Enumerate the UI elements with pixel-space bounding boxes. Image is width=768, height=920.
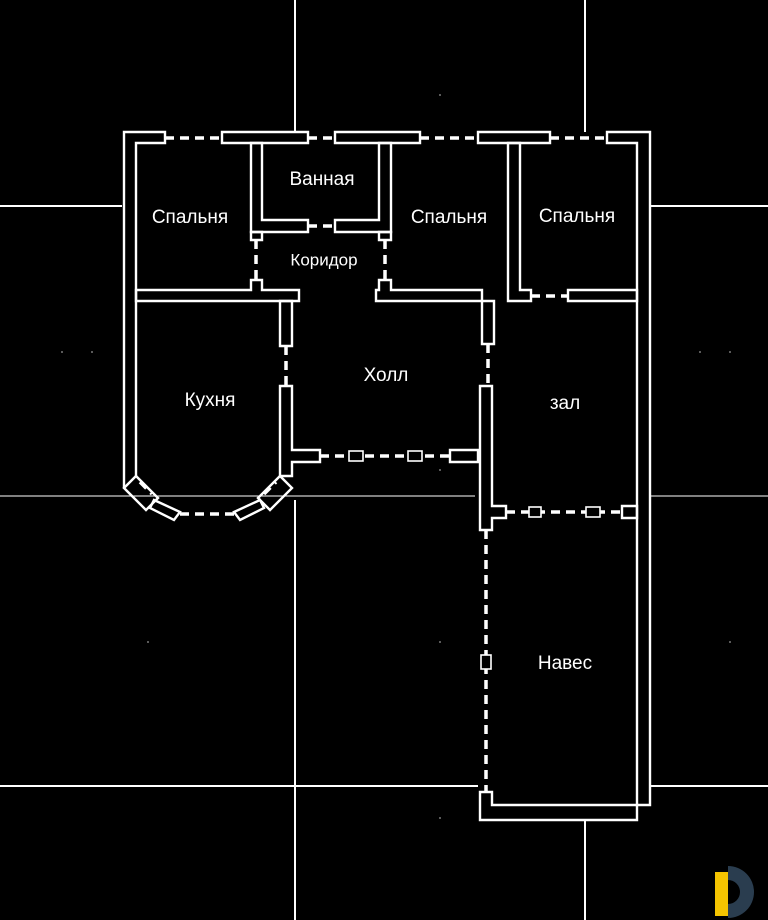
room-label-bedroom-1: Спальня: [152, 207, 228, 228]
walls: [122, 130, 652, 822]
room-label-hall: Холл: [364, 365, 409, 386]
room-labels: Спальня Ванная Спальня Спальня Коридор К…: [152, 169, 615, 674]
room-label-kitchen: Кухня: [185, 390, 236, 411]
room-label-living-room: зал: [550, 393, 580, 414]
room-label-bedroom-3: Спальня: [539, 206, 615, 227]
room-label-bedroom-2: Спальня: [411, 207, 487, 228]
room-label-corridor: Коридор: [290, 250, 357, 269]
openings: [138, 136, 622, 792]
room-label-canopy: Навес: [538, 653, 592, 674]
room-label-bathroom: Ванная: [289, 169, 354, 190]
d-logo-icon: [715, 866, 754, 918]
